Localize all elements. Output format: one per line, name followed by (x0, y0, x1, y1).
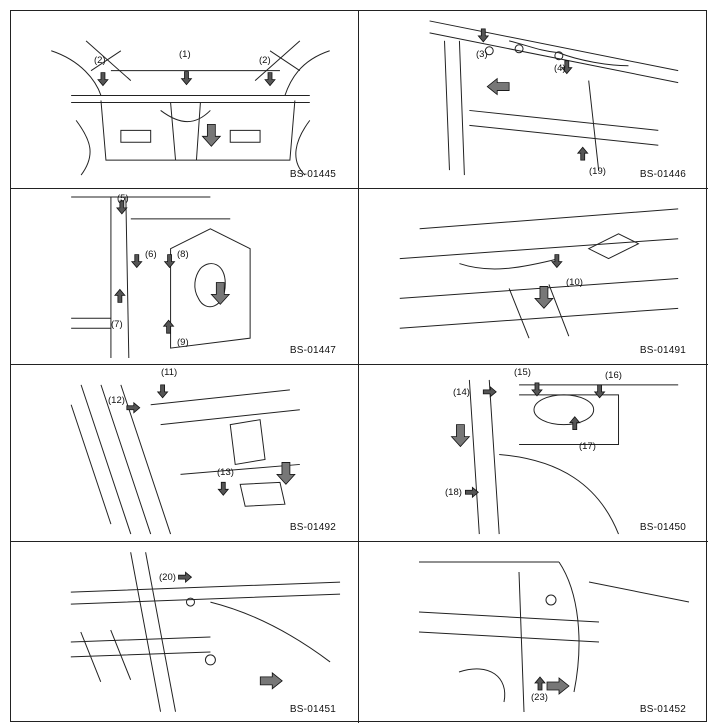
panel-bs-01445: (1) (2) (2) BS-01445 (11, 11, 359, 189)
callout-23: (23) (531, 692, 548, 703)
callout-17: (17) (579, 441, 596, 452)
callout-9: (9) (177, 337, 189, 348)
callout-10: (10) (566, 277, 583, 288)
callout-1: (1) (179, 49, 191, 60)
callout-3: (3) (476, 49, 488, 60)
figure-code: BS-01491 (639, 345, 686, 356)
panel-bs-01450: (15) (16) (14) (17) (18) BS-01450 (359, 365, 708, 542)
radiator-panel-drawing (51, 40, 330, 176)
rear-pillar-drawing (70, 552, 341, 712)
figure-code: BS-01445 (289, 169, 336, 180)
callout-18: (18) (445, 487, 462, 498)
side-frame-drawing (429, 20, 679, 176)
callout-13: (13) (217, 467, 234, 478)
panel-bs-01452: (23) BS-01452 (359, 542, 708, 723)
callout-2-left: (2) (94, 55, 106, 66)
panel-bs-01447: (5) (6) (7) (8) (9) BS-01447 (11, 189, 359, 365)
callout-5: (5) (117, 193, 129, 204)
callout-12: (12) (108, 395, 125, 406)
callout-20: (20) (159, 572, 176, 583)
figure-code: BS-01450 (639, 522, 686, 533)
panel-bs-01446: (3) (4) (19) BS-01446 (359, 11, 708, 189)
callout-14: (14) (453, 387, 470, 398)
callout-7: (7) (111, 319, 123, 330)
figure-code: BS-01446 (639, 169, 686, 180)
panel-bs-01491: (10) BS-01491 (359, 189, 708, 365)
pillar-drawing (71, 196, 251, 359)
figure-code: BS-01492 (289, 522, 336, 533)
floor-panel-drawing (399, 208, 679, 339)
callout-11: (11) (161, 367, 178, 378)
panel-bs-01451: (20) BS-01451 (11, 542, 359, 723)
panel-bs-01492: (11) (12) (13) BS-01492 (11, 365, 359, 542)
diagram-grid: (1) (2) (2) BS-01445 (3) (4) (19) BS-014… (10, 10, 708, 723)
quarter-panel-drawing (418, 561, 690, 713)
figure-code: BS-01447 (289, 345, 336, 356)
callout-6: (6) (145, 249, 157, 260)
callout-15: (15) (514, 367, 531, 378)
callout-8: (8) (177, 249, 189, 260)
figure-code: BS-01452 (639, 704, 686, 715)
callout-4: (4) (554, 63, 566, 74)
callout-2-right: (2) (259, 55, 271, 66)
callout-19: (19) (589, 166, 606, 177)
rear-floor-drawing (70, 384, 300, 535)
wheel-housing-drawing (450, 379, 679, 535)
figure-code: BS-01451 (289, 704, 336, 715)
callout-16: (16) (605, 370, 622, 381)
